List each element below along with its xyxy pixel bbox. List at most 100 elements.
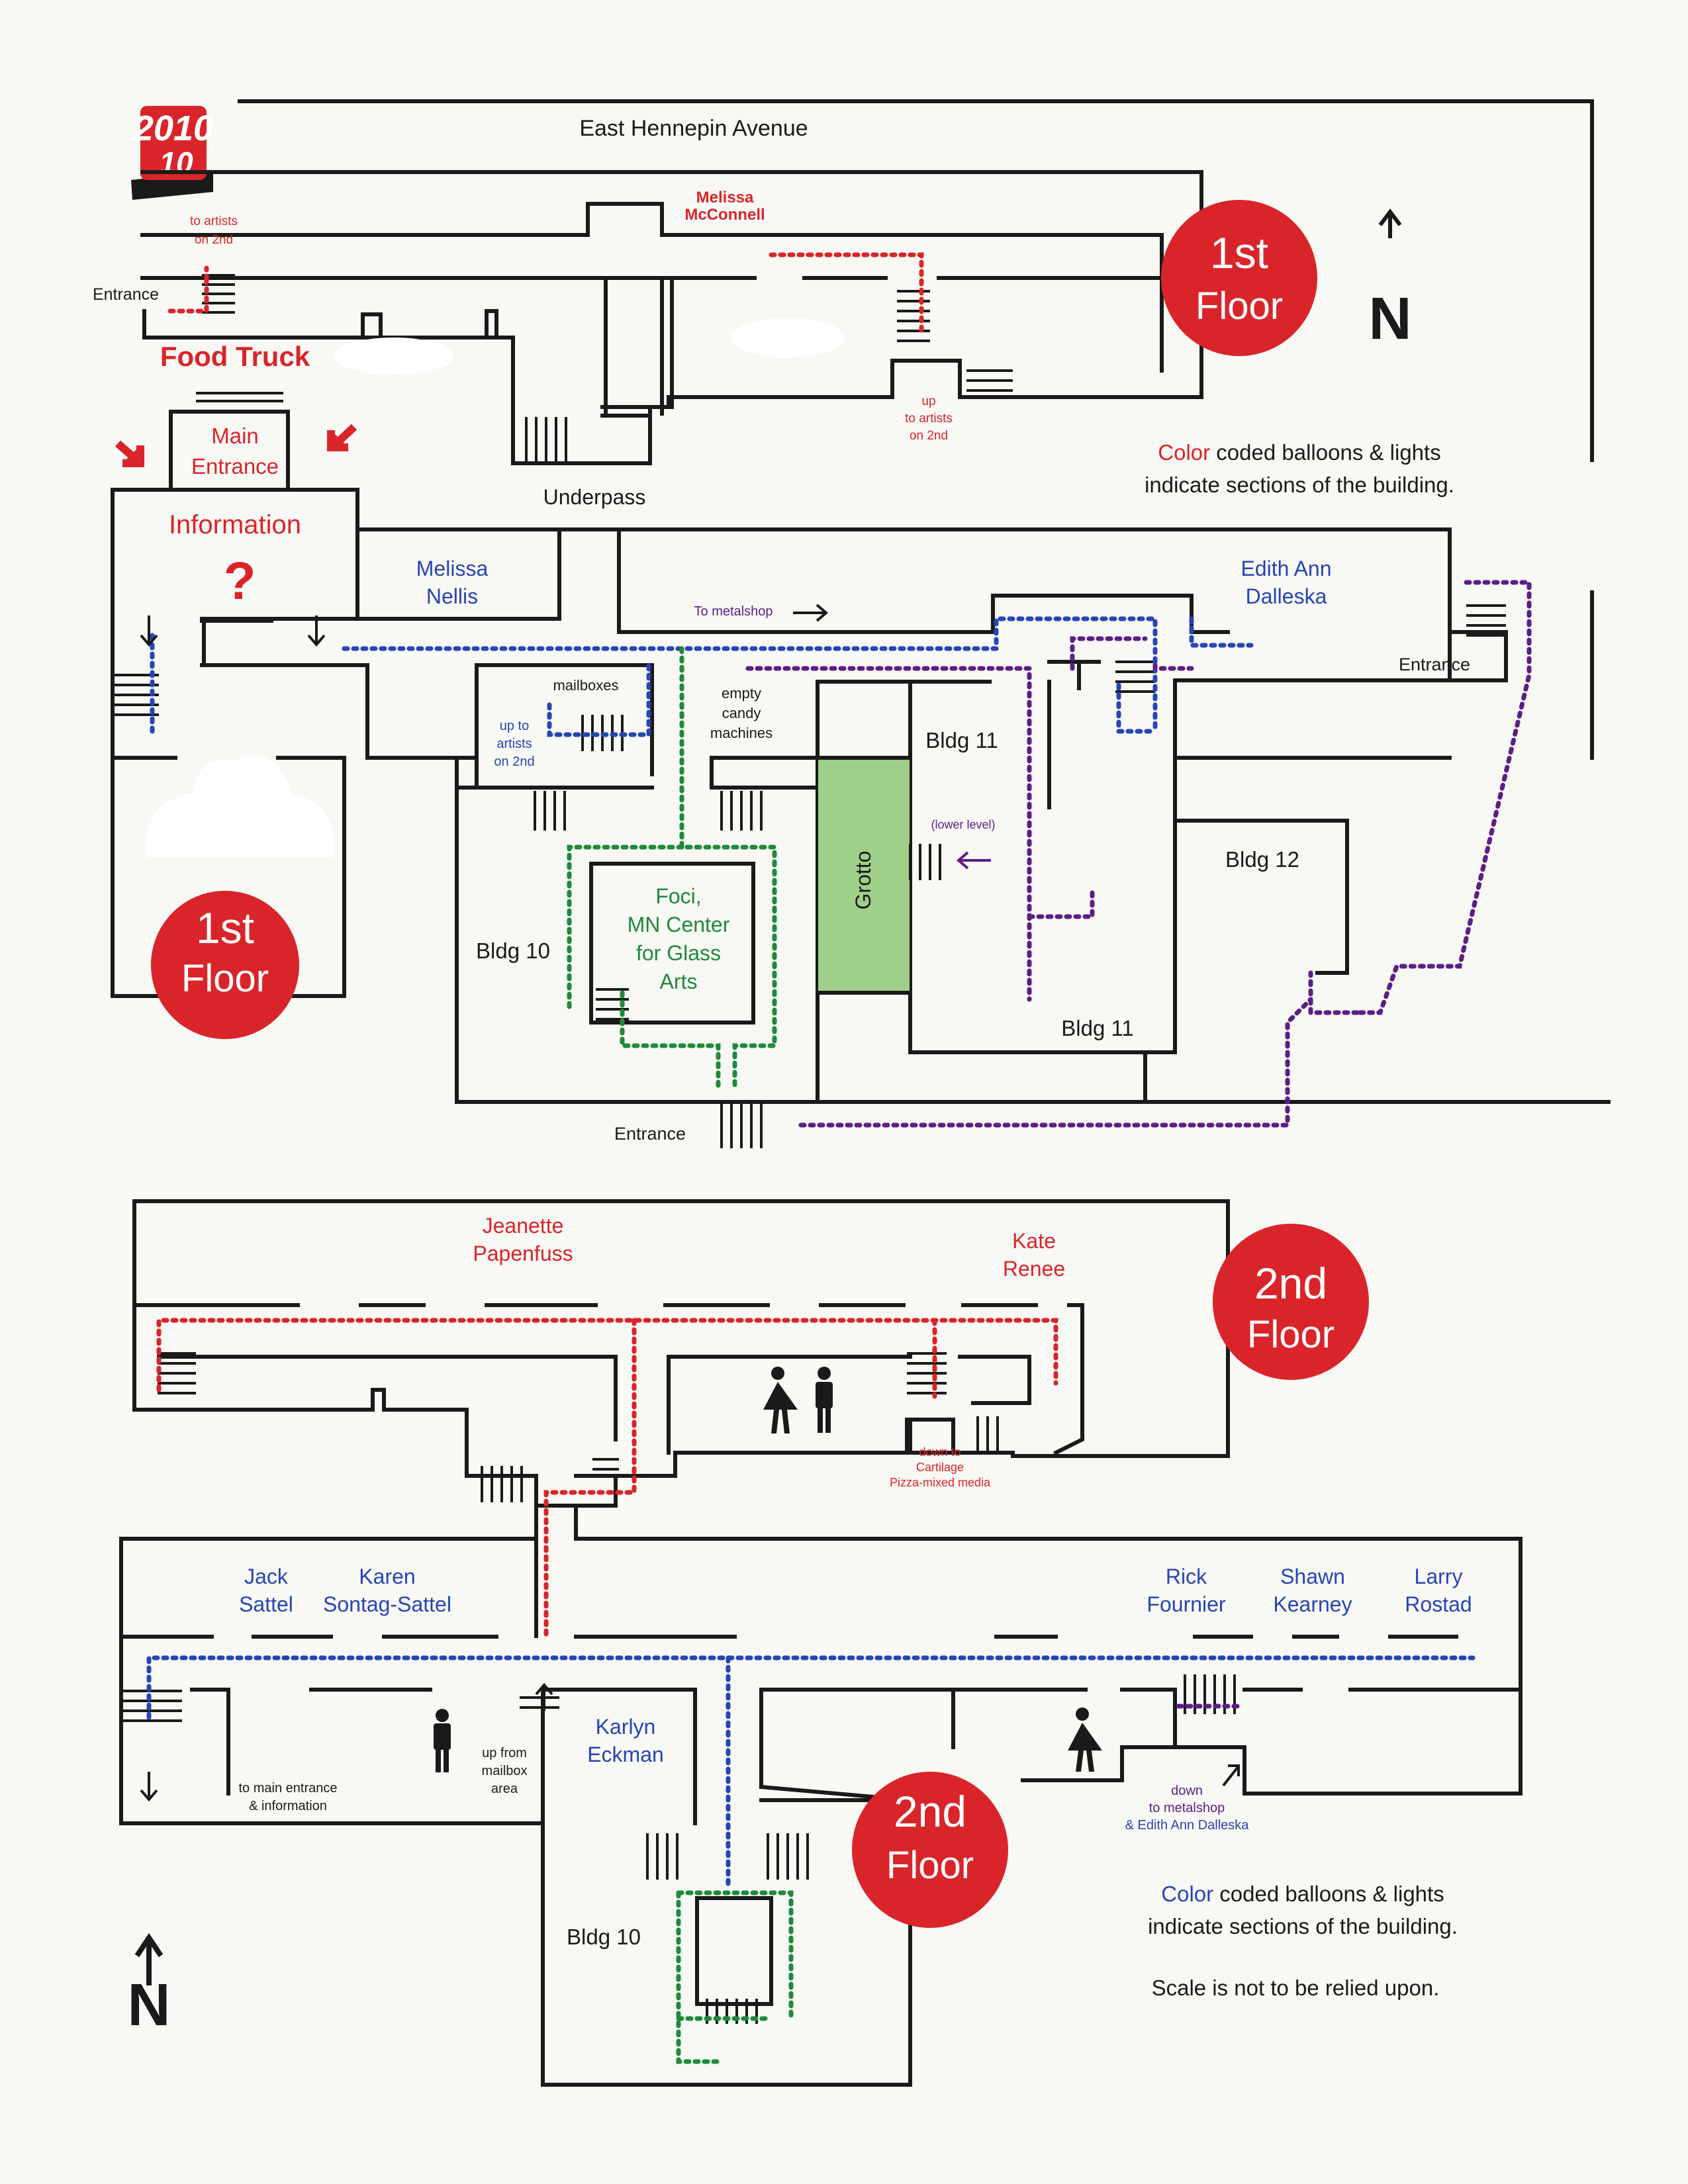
svg-text:Foci,: Foci, bbox=[655, 884, 701, 908]
svg-text:to artists: to artists bbox=[905, 412, 953, 426]
svg-text:Eckman: Eckman bbox=[587, 1743, 664, 1766]
svg-text:Melissa: Melissa bbox=[696, 189, 754, 206]
svg-text:Papenfuss: Papenfuss bbox=[473, 1242, 573, 1265]
svg-text:Jack: Jack bbox=[244, 1565, 289, 1588]
svg-text:Information: Information bbox=[169, 510, 301, 539]
grotto-area bbox=[818, 758, 910, 993]
svg-text:Floor: Floor bbox=[886, 1844, 974, 1887]
restroom-icon bbox=[434, 1707, 1102, 1772]
balloon-marker bbox=[145, 755, 335, 857]
svg-text:to metalshop: to metalshop bbox=[1149, 1801, 1225, 1815]
svg-text:for Glass: for Glass bbox=[636, 941, 721, 965]
stairs-second-south bbox=[121, 1674, 1236, 2024]
svg-text:Dalleska: Dalleska bbox=[1246, 584, 1327, 608]
second-floor-labels: Jeanette Papenfuss Kate Renee down to Ca… bbox=[128, 1214, 1472, 2038]
svg-text:Underpass: Underpass bbox=[543, 485, 646, 509]
first-floor-badge-top: 1st Floor bbox=[1161, 200, 1317, 356]
svg-text:Kearney: Kearney bbox=[1273, 1592, 1352, 1616]
svg-text:Rick: Rick bbox=[1166, 1565, 1207, 1588]
svg-text:machines: machines bbox=[710, 725, 773, 741]
svg-text:Karen: Karen bbox=[359, 1565, 415, 1588]
second-floor-arrows bbox=[134, 1682, 1240, 1985]
svg-text:2010: 2010 bbox=[133, 109, 213, 148]
svg-text:McConnell: McConnell bbox=[684, 206, 765, 224]
svg-text:Entrance: Entrance bbox=[93, 285, 159, 304]
svg-text:mailboxes: mailboxes bbox=[553, 677, 618, 694]
svg-text:(lower level): (lower level) bbox=[931, 818, 995, 831]
svg-text:Edith Ann: Edith Ann bbox=[1241, 557, 1332, 580]
svg-text:Scale is not to be relied upon: Scale is not to be relied upon. bbox=[1152, 1976, 1440, 2000]
info-question-icon: ? bbox=[224, 551, 256, 610]
svg-text:Bldg 10: Bldg 10 bbox=[567, 1925, 641, 1949]
svg-text:Floor: Floor bbox=[181, 957, 269, 1000]
svg-text:MN Center: MN Center bbox=[628, 913, 730, 936]
balloon-marker bbox=[731, 318, 845, 357]
svg-text:10: 10 bbox=[159, 146, 193, 180]
second-floor-south-paths bbox=[146, 1655, 1476, 2064]
svg-text:Entrance: Entrance bbox=[1399, 655, 1470, 674]
svg-text:Grotto: Grotto bbox=[851, 851, 875, 910]
svg-text:area: area bbox=[491, 1782, 518, 1796]
svg-text:Bldg 12: Bldg 12 bbox=[1225, 847, 1299, 872]
svg-text:Karlyn: Karlyn bbox=[596, 1715, 656, 1739]
svg-text:Fournier: Fournier bbox=[1147, 1592, 1226, 1616]
svg-text:N: N bbox=[1369, 286, 1412, 352]
first-floor-labels: East Hennepin Avenue Melissa McConnell t… bbox=[93, 116, 1470, 1144]
svg-text:& information: & information bbox=[249, 1799, 327, 1813]
svg-text:Pizza-mixed media: Pizza-mixed media bbox=[890, 1476, 991, 1489]
svg-text:Bldg 11: Bldg 11 bbox=[1061, 1016, 1133, 1040]
svg-text:candy: candy bbox=[722, 705, 761, 721]
svg-text:indicate sections of the build: indicate sections of the building. bbox=[1145, 473, 1454, 497]
svg-text:up: up bbox=[921, 394, 935, 408]
svg-text:on 2nd: on 2nd bbox=[195, 233, 233, 247]
svg-text:2nd: 2nd bbox=[1254, 1259, 1327, 1308]
svg-text:Floor: Floor bbox=[1196, 285, 1283, 328]
second-floor-badge-bottom: 2nd Floor bbox=[852, 1772, 1008, 1928]
restroom-icon bbox=[763, 1367, 833, 1433]
svg-text:to main entrance: to main entrance bbox=[239, 1781, 338, 1796]
svg-text:down to: down to bbox=[919, 1445, 961, 1459]
second-floor-north-paths bbox=[156, 1318, 1058, 1637]
svg-text:up from: up from bbox=[482, 1746, 527, 1760]
svg-text:Jeanette: Jeanette bbox=[483, 1214, 564, 1238]
svg-text:Color coded balloons & lights: Color coded balloons & lights bbox=[1161, 1882, 1444, 1906]
svg-text:on 2nd: on 2nd bbox=[910, 429, 948, 443]
first-floor-badge-bottom: 1st Floor bbox=[151, 891, 299, 1039]
svg-text:Cartilage: Cartilage bbox=[916, 1461, 964, 1474]
svg-text:N: N bbox=[128, 1972, 171, 2038]
entrance-arrow-left-icon bbox=[115, 440, 144, 467]
balloon-marker bbox=[334, 338, 453, 375]
svg-text:artists: artists bbox=[496, 737, 532, 751]
svg-text:Arts: Arts bbox=[660, 970, 698, 993]
svg-text:on 2nd: on 2nd bbox=[494, 754, 534, 769]
entrance-arrow-right-icon bbox=[327, 424, 357, 451]
svg-text:To metalshop: To metalshop bbox=[694, 604, 773, 619]
svg-text:1st: 1st bbox=[196, 903, 254, 952]
svg-text:Nellis: Nellis bbox=[426, 584, 478, 608]
svg-text:Entrance: Entrance bbox=[191, 454, 279, 478]
svg-text:Bldg 10: Bldg 10 bbox=[476, 938, 550, 963]
svg-text:empty: empty bbox=[722, 685, 761, 702]
second-floor-badge-top: 2nd Floor bbox=[1213, 1224, 1369, 1380]
svg-text:Sattel: Sattel bbox=[239, 1592, 293, 1616]
svg-text:Melissa: Melissa bbox=[416, 557, 489, 580]
svg-text:Color coded balloons & lights: Color coded balloons & lights bbox=[1158, 440, 1440, 465]
svg-text:down: down bbox=[1171, 1784, 1203, 1798]
svg-text:up to: up to bbox=[500, 719, 529, 733]
svg-text:Larry: Larry bbox=[1415, 1565, 1463, 1588]
first-floor-walls bbox=[111, 99, 1611, 1104]
street-name: East Hennepin Avenue bbox=[579, 116, 808, 141]
second-floor-south-walls bbox=[119, 1537, 1523, 2087]
logo-2010: 2010 10 bbox=[131, 106, 213, 200]
stairs-first-floor bbox=[113, 274, 1506, 1148]
north-arrow-icon bbox=[1378, 208, 1402, 238]
svg-text:Kate: Kate bbox=[1012, 1229, 1056, 1253]
svg-text:Main: Main bbox=[211, 424, 259, 448]
svg-text:1st: 1st bbox=[1210, 228, 1268, 277]
svg-text:Rostad: Rostad bbox=[1405, 1592, 1472, 1616]
svg-text:Shawn: Shawn bbox=[1280, 1565, 1345, 1588]
food-truck-label: Food Truck bbox=[160, 341, 310, 372]
svg-text:Bldg 11: Bldg 11 bbox=[925, 728, 998, 752]
svg-text:indicate sections of the build: indicate sections of the building. bbox=[1148, 1914, 1458, 1938]
